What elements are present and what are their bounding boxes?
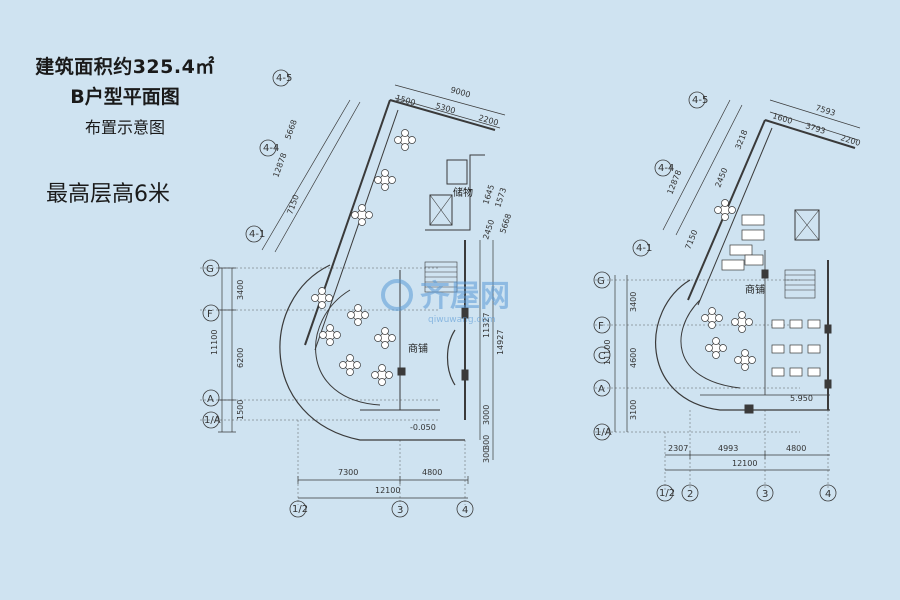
left-right-dim-0: 11327: [482, 313, 491, 338]
right-diag-dim-3: 7150: [684, 229, 700, 251]
left-top-dim-0: 9000: [449, 85, 471, 99]
right-dim-bottom: [665, 451, 830, 471]
left-diag-r-dim-3: 5668: [498, 212, 513, 234]
left-axis-G: G: [206, 264, 214, 275]
left-bottom-dim-0: 7300: [338, 468, 358, 477]
left-axis-col-3: 3: [397, 505, 403, 516]
right-axis-markers: [593, 91, 837, 502]
right-left-dim-1: 11100: [603, 340, 612, 365]
right-axis-1A: 1/A: [595, 427, 612, 438]
right-axis-col-2: 2: [687, 489, 693, 500]
watermark-url: qiwuwang.com: [428, 315, 496, 325]
left-diag-dim-2: 7150: [285, 193, 300, 215]
left-core-wall: [425, 154, 485, 231]
right-curved-wall: [654, 279, 830, 411]
right-curved-wall-inner: [680, 299, 741, 389]
right-labels: 商铺 5.950 7593 1600 3793 2200 3218 2450 1…: [603, 103, 862, 468]
left-right-dim-1: 14927: [496, 330, 505, 355]
left-partition: [360, 270, 440, 411]
right-elevation: 5.950: [790, 394, 813, 403]
right-room-shop: 商铺: [745, 283, 765, 296]
right-bottom-dim-1: 4993: [718, 444, 738, 453]
left-dim-diag: [261, 99, 361, 253]
left-right-dim-4: 300: [482, 448, 491, 463]
right-dim-left: [614, 275, 628, 432]
right-left-dim-0: 3400: [629, 292, 638, 312]
left-bottom-dim-2: 12100: [375, 486, 400, 495]
right-top-wall: [764, 119, 856, 149]
left-axis-diag-2: 4-1: [249, 229, 265, 240]
left-axis-1A: 1/A: [204, 415, 221, 426]
left-storage: [446, 159, 468, 185]
left-furniture: [311, 129, 416, 386]
left-right-dim-3: 300: [482, 435, 491, 450]
watermark-logo-icon: [381, 279, 413, 311]
right-axis-col-4: 4: [825, 489, 831, 500]
right-axis-diag-2: 4-1: [636, 243, 652, 254]
right-axis-diag-0: 4-5: [692, 95, 708, 106]
unit-title: B户型平面图: [70, 86, 180, 108]
left-diag-r-dim-1: 1573: [493, 186, 508, 208]
left-diag-dim-1: 12878: [271, 152, 288, 179]
left-left-dim-1: 11100: [210, 330, 219, 355]
left-room-shop: 商铺: [408, 342, 428, 355]
left-curved-wall: [279, 264, 465, 441]
right-axis-labels: G F C A 1/A 1/2 2 3 4 4-5 4-4 4-1: [595, 95, 831, 500]
left-dim-top: [394, 84, 506, 129]
right-axis-diag-1: 4-4: [658, 163, 674, 174]
left-axis-A: A: [207, 394, 214, 405]
left-dim-left: [218, 267, 236, 433]
area-title: 建筑面积约325.4㎡: [35, 56, 215, 78]
right-axis-F: F: [598, 321, 604, 332]
left-diagonal-wall: [304, 99, 391, 346]
right-floor-plan: [595, 99, 861, 490]
height-note: 最高层高6米: [46, 182, 170, 207]
left-left-dim-0: 3400: [236, 280, 245, 300]
right-axis-C: C: [598, 351, 605, 362]
left-left-dim-2: 6200: [236, 348, 245, 368]
right-furniture: [701, 199, 821, 377]
left-right-dim-2: 3000: [482, 405, 491, 425]
left-axis-col-4: 4: [462, 505, 468, 516]
left-axis-labels: G F A 1/A 1/2 3 4 4-5 4-4 4-1: [204, 73, 468, 516]
subtitle: 布置示意图: [84, 118, 165, 137]
left-elevator: [429, 194, 453, 226]
right-top-dim-0: 7593: [814, 103, 836, 118]
right-bottom-dim-0: 2307: [668, 444, 688, 453]
left-axis-F: F: [207, 309, 213, 320]
right-dim-diag: [662, 99, 743, 236]
right-diag-dim-0: 3218: [734, 129, 750, 151]
left-axis-diag-0: 4-5: [276, 73, 292, 84]
left-diag-r-dim-2: 2450: [481, 218, 496, 240]
left-axis-diag-1: 4-4: [263, 143, 279, 154]
watermark-text: 齐屋网: [420, 279, 510, 314]
left-axis-markers: [202, 69, 474, 518]
right-stairs: [784, 269, 816, 299]
right-bottom-dim-3: 12100: [732, 459, 757, 468]
right-dim-top: [769, 99, 861, 141]
right-axis-col-12: 1/2: [659, 488, 675, 499]
left-top-wall: [389, 99, 496, 131]
right-axis-col-3: 3: [762, 489, 768, 500]
left-bottom-dim-1: 4800: [422, 468, 442, 477]
left-diag-dim-0: 5668: [283, 118, 298, 140]
left-axis-col-12: 1/2: [292, 504, 308, 515]
left-elevation: -0.050: [410, 423, 436, 432]
right-left-dim-3: 3100: [629, 400, 638, 420]
left-dim-right: [479, 240, 494, 460]
right-diag-dim-1: 2450: [714, 167, 730, 189]
left-room-storage: 储物: [453, 186, 473, 199]
left-stairs: [424, 261, 458, 293]
right-left-dim-2: 4600: [629, 348, 638, 368]
left-left-dim-3: 1500: [236, 400, 245, 420]
right-axis-G: G: [597, 276, 605, 287]
right-elevator: [794, 209, 820, 241]
left-curved-wall-inner: [315, 289, 381, 406]
watermark: 齐屋网 qiwuwang.com: [381, 279, 510, 325]
right-bottom-dim-2: 4800: [786, 444, 806, 453]
right-axis-A: A: [598, 384, 605, 395]
